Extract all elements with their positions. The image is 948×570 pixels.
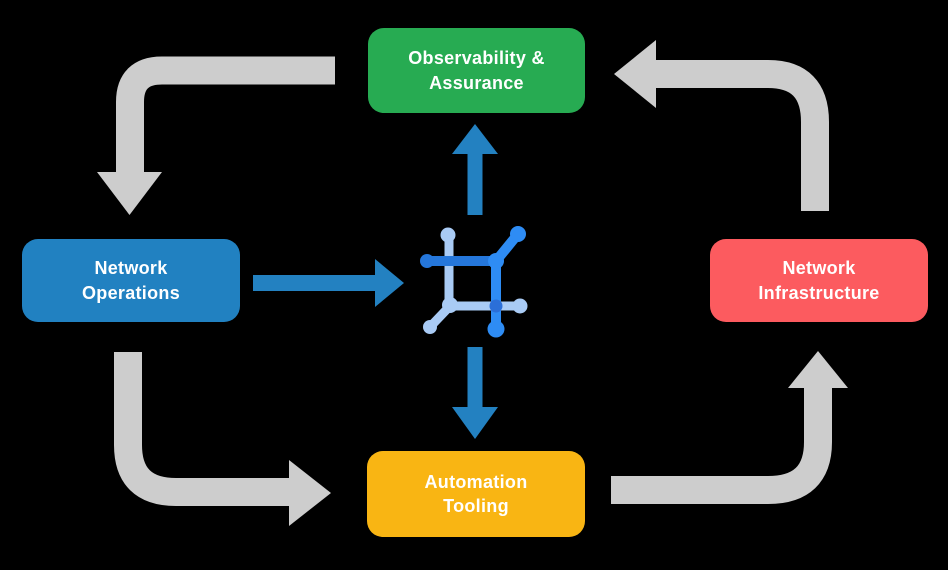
node-label-line: Observability & xyxy=(408,48,545,69)
cycle-arrow-shaft xyxy=(656,60,829,211)
cycle-arrow-automation-to-infrastructure xyxy=(611,351,848,504)
cycle-arrow-shaft xyxy=(116,56,335,176)
cycle-arrow-head-left-icon xyxy=(614,40,656,108)
flow-arrow-head-right-icon xyxy=(375,259,404,307)
flow-arrow-head-down-icon xyxy=(452,407,498,439)
node-label-line: Automation xyxy=(424,471,528,492)
cycle-arrow-head-up-icon xyxy=(788,351,848,388)
cycle-arrow-observability-to-operations xyxy=(97,56,335,215)
cycle-arrow-infrastructure-to-observability xyxy=(614,40,829,211)
node-label-line: Network xyxy=(782,258,856,279)
node-label-line: Infrastructure xyxy=(758,282,880,303)
cycle-arrow-head-right-icon xyxy=(289,460,331,526)
hub-icon-light-branches xyxy=(423,227,528,334)
cycle-arrow-head-down-icon xyxy=(97,172,162,215)
cycle-arrow-shaft xyxy=(114,352,289,506)
flow-arrow-operations-to-hub xyxy=(253,259,404,307)
cycle-arrow-operations-to-automation xyxy=(114,352,331,526)
flow-arrow-head-up-icon xyxy=(452,124,498,154)
hub-icon-medium-branches xyxy=(420,254,500,268)
node-label-line: Assurance xyxy=(429,72,524,93)
node-label-line: Network xyxy=(94,258,168,279)
node-network-infrastructure: Network Infrastructure xyxy=(710,239,928,322)
node-automation-tooling: Automation Tooling xyxy=(367,451,585,537)
flow-arrow-hub-to-observability xyxy=(452,124,498,215)
node-label-line: Operations xyxy=(81,282,181,303)
cycle-arrow-shaft xyxy=(611,387,832,504)
node-network-operations: Network Operations xyxy=(22,239,240,322)
node-observability-assurance: Observability & Assurance xyxy=(368,28,585,113)
flow-arrow-hub-to-automation xyxy=(452,347,498,439)
node-label-line: Tooling xyxy=(443,496,509,516)
hub-icon-vivid-branches xyxy=(487,226,526,338)
automation-hub-network-icon xyxy=(420,226,528,338)
